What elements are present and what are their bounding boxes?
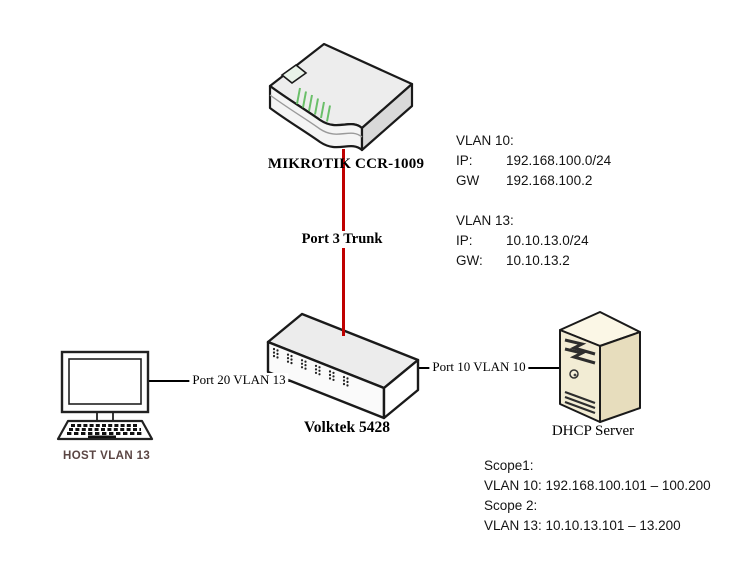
trunk-label: Port 3 Trunk [298,231,386,248]
scope2-range: VLAN 13: 10.10.13.101 – 13.200 [484,518,681,533]
router-icon [268,42,414,152]
router-label: MIKROTIK CCR-1009 [267,156,425,172]
switch-port-dots [272,347,349,388]
vlan10-ip-key: IP: [456,153,473,168]
host-computer-icon [56,350,154,441]
vlan-info-spacer [456,191,611,211]
switch-icon [266,312,420,420]
vlan10-ip-row: IP: 192.168.100.0/24 [456,151,611,171]
server-bottom-vents [564,390,596,415]
switch-label: Volktek 5428 [304,419,390,436]
host-link-label: Port 20 VLAN 13 [189,372,289,388]
vlan13-gw-row: GW: 10.10.13.2 [456,251,611,271]
vlan-info-block: VLAN 10: IP: 192.168.100.0/24 GW 192.168.1… [456,131,611,271]
router-screen [280,63,308,85]
vlan10-ip-value: 192.168.100.0/24 [506,153,612,168]
vlan13-ip-key: IP: [456,233,473,248]
server-link-label: Port 10 VLAN 10 [429,359,529,375]
server-power-button [569,369,579,379]
dhcp-scope-block: Scope1: VLAN 10: 192.168.100.101 – 100.2… [484,456,711,536]
vlan10-gw-row: GW 192.168.100.2 [456,171,611,191]
host-label: HOST VLAN 13 [63,450,151,462]
monitor-stand [96,412,114,421]
vlan13-gw-key: GW: [456,253,483,268]
vlan13-ip-value: 10.10.13.0/24 [506,233,589,248]
vlan10-gw-key: GW [456,173,480,188]
monitor-screen [68,358,142,405]
vlan10-title: VLAN 10: [456,133,514,148]
server-label: DHCP Server [551,423,635,439]
scope1-title: Scope1: [484,458,534,473]
scope1-range: VLAN 10: 192.168.100.101 – 100.200 [484,478,711,493]
vlan10-gw-value: 192.168.100.2 [506,173,593,188]
vlan13-ip-row: IP: 10.10.13.0/24 [456,231,611,251]
dhcp-server-icon [559,311,641,423]
vlan13-title: VLAN 13: [456,213,514,228]
vlan13-gw-value: 10.10.13.2 [506,253,570,268]
server-top-vents [564,338,596,356]
router-led-bars [296,87,331,122]
scope2-title: Scope 2: [484,498,538,513]
